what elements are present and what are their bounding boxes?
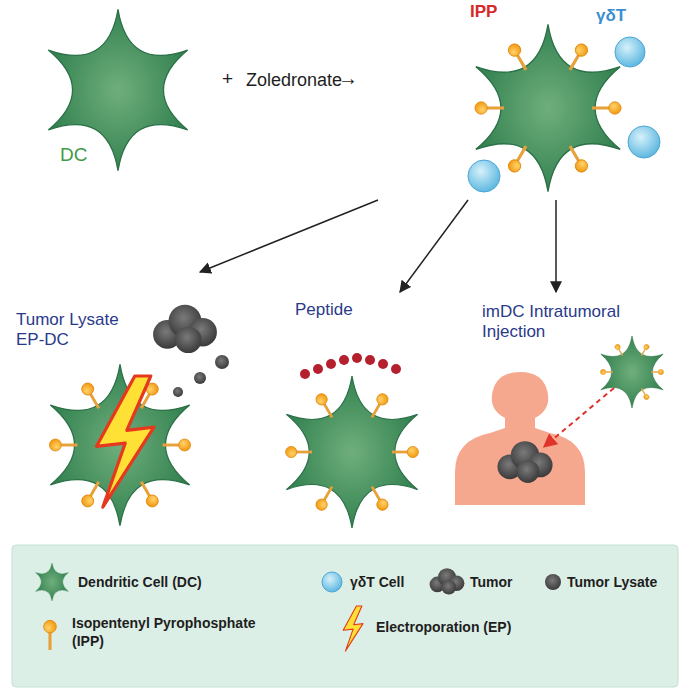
injection-arrow: [545, 388, 614, 446]
legend-label: Dendritic Cell (DC): [78, 573, 202, 591]
cell-group: Peptide: [255, 292, 450, 527]
tumor-lysate: [173, 355, 229, 397]
electroporation-bolt: [96, 376, 154, 507]
step-label: +: [222, 68, 233, 91]
step-label: Zoledronate: [246, 70, 342, 92]
cell-group: Tumor Lysate EP-DC: [10, 272, 235, 527]
legend-label: Tumor: [470, 573, 513, 591]
legend-tumor: [430, 568, 465, 594]
patient-silhouette: [455, 372, 585, 505]
cell-group: DC: [40, 20, 205, 185]
cell-label: DC: [60, 144, 87, 167]
legend-label: Tumor Lysate: [567, 573, 657, 591]
legend-label: Electroporation (EP): [376, 618, 511, 636]
flow-arrow: [200, 200, 378, 272]
imdc-cell: [600, 336, 663, 408]
legend-gd-t-cell: [322, 572, 342, 592]
dendritic-cell: [48, 9, 187, 171]
legend-ipp: [44, 620, 57, 650]
flow-arrow: [400, 200, 468, 292]
cell-label: imDC Intratumoral Injection: [482, 302, 672, 343]
legend-bolt: [343, 606, 363, 651]
tumor-cloud: [153, 305, 217, 353]
cell-label: γδT: [596, 6, 626, 26]
cell-group: IPP γδT: [370, 2, 675, 200]
peptide-chain: [300, 353, 401, 379]
peptide-dendritic-cell: [286, 376, 419, 528]
cell-label: IPP: [470, 2, 497, 22]
legend-star: [36, 563, 69, 601]
cell-group: imDC Intratumoral Injection: [460, 292, 682, 527]
tumor-cloud: [497, 441, 552, 483]
legend-tumor-lysate: [545, 574, 561, 590]
flow-arrow: [555, 200, 557, 292]
legend-label: Isopentenyl Pyrophosphate (IPP): [72, 614, 287, 650]
gamma-delta-t-cells: [468, 37, 660, 192]
legend-label: γδT Cell: [350, 573, 404, 591]
step-label: →: [338, 66, 358, 90]
legend-panel: [12, 545, 678, 687]
cell-label: Tumor Lysate EP-DC: [16, 310, 141, 351]
cell-label: Peptide: [295, 300, 353, 320]
ep-dendritic-cell: [49, 364, 190, 526]
